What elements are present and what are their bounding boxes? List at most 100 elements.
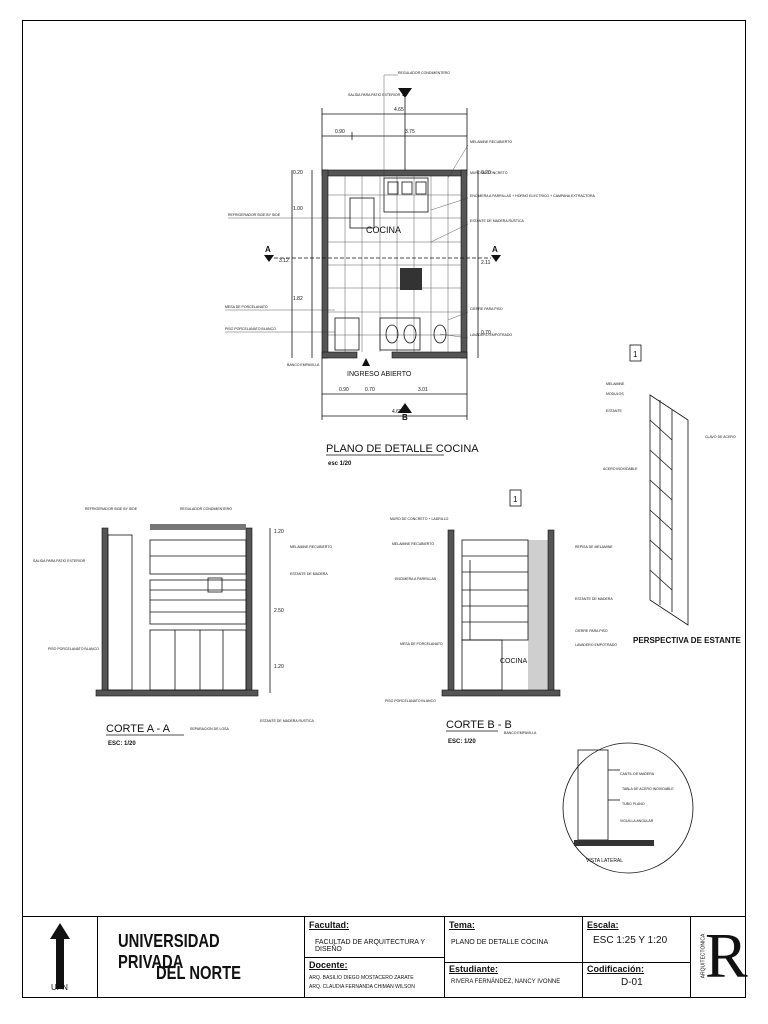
section-b-note: MURO DE CONCRETO + LADRILLO	[390, 517, 449, 521]
dim-bottom-2: 0.70	[365, 387, 375, 393]
university-cell: UNIVERSIDAD PRIVADA DEL NORTE	[98, 917, 305, 997]
section-b-note: MESA DE PORCELANATO	[400, 642, 443, 646]
plan-note: MURO DE CONCRETO	[470, 171, 508, 175]
code-caption: Codificación:	[587, 964, 645, 974]
code-value: D-01	[621, 977, 643, 988]
detail-label: VISTA LATERAL	[586, 858, 623, 864]
plan-note: ESTANTE DE MADERA RUSTICA	[470, 219, 524, 223]
scale-value: ESC 1:25 Y 1:20	[593, 935, 668, 946]
perspective-note: MELAMINE	[606, 382, 625, 386]
section-a-note: MELAMINE RECUBIERTO	[290, 545, 332, 549]
section-b-marker-bottom	[398, 403, 412, 413]
teacher-value-1: ARQ. BASILIO DIEGO MOSTACERO ZARATE	[309, 975, 414, 981]
plan-note: CIERRE PARA PISO	[470, 307, 503, 311]
section-b-note: CIERRE PARA PISO	[575, 629, 608, 633]
section-a-note: ESTANTE DE MADERA RUSTICA	[260, 719, 314, 723]
title-block: UPN UNIVERSIDAD PRIVADA DEL NORTE Facult…	[23, 916, 748, 997]
dim-bottom-3: 3.01	[418, 387, 428, 393]
faculty-teacher-cell: Facultad: FACULTAD DE ARQUITECTURA Y DIS…	[305, 917, 445, 997]
scale-code-cell: Escala: ESC 1:25 Y 1:20 Codificación: D-…	[583, 917, 691, 997]
section-b-note: PISO PORCELANATO BLANCO	[385, 699, 436, 703]
section-b-note: ENCIMERA A PARRILLAS	[395, 577, 437, 581]
plan-scale: esc 1/20	[328, 461, 352, 467]
plan-note: SALIDA PARA PATIO EXTERIOR	[348, 93, 401, 97]
student-value: RIVERA FERNÁNDEZ, NANCY IVONNE	[451, 979, 561, 985]
section-a-note: REGULADOR CONDIMENTERO	[180, 507, 232, 511]
section-a-scale: ESC: 1/20	[108, 741, 136, 747]
detail-lateral-view: CANTIL DE MADERA TABLA DE ACERO INOXIDAB…	[562, 742, 694, 874]
dim-left-3: 1.82	[293, 296, 303, 302]
scale-caption: Escala:	[587, 920, 619, 930]
brand-cell: ARQUITECTONICA R	[691, 917, 748, 997]
section-b-label-top: B	[402, 89, 408, 98]
section-a-marker-left	[264, 255, 274, 262]
perspective-note: ACERO INOXIDABLE	[603, 467, 638, 471]
drawing-sheet	[22, 20, 746, 998]
plan-note: ENCIMERA A PARRILLAS + HORNO ELECTRICO +…	[470, 194, 596, 198]
plan-note: MELAMINE RECUBIERTO	[470, 140, 512, 144]
section-b-b: 1 COCINA MURO DE CONCRETO + LADRILLO MEL…	[385, 489, 617, 745]
dim-left-2: 1.00	[293, 206, 303, 212]
dim-top-total: 4.65	[394, 107, 404, 113]
plan-kitchen-label: COCINA	[366, 225, 401, 235]
university-line1: UNIVERSIDAD PRIVADA	[118, 931, 220, 972]
dim-left-1: 0.20	[293, 170, 303, 176]
section-a-marker-right	[491, 255, 501, 262]
dim-left-total: 3.12	[279, 258, 289, 264]
section-b-note: REPISA DE MELAMINE	[575, 545, 613, 549]
dim-bottom-1: 0.90	[339, 387, 349, 393]
detail-note: TABLA DE ACERO INOXIDABLE	[622, 787, 674, 791]
university-line2: DEL NORTE	[156, 963, 242, 983]
detail-note: CANTIL DE MADERA	[620, 772, 655, 776]
plan-note: PISO PORCELANATO BLANCO	[225, 327, 276, 331]
plan-note: MESA DE PORCELANATO	[225, 305, 268, 309]
perspective-note: ESTANTE	[606, 409, 623, 413]
section-a-dim: 2.50	[274, 608, 284, 614]
detail-note: TUBO PLANO	[622, 802, 645, 806]
section-b-label-bottom: B	[402, 413, 408, 422]
section-a-label-right: A	[492, 245, 498, 254]
plan-note: BANCO EMPAVILLA	[287, 363, 320, 367]
upn-arrow-icon	[50, 923, 70, 989]
perspective-note: CLAVO DE ACERO	[705, 435, 736, 439]
plan-note: LAVADERO EMPOTRADO	[470, 333, 512, 337]
shelf-perspective: 1 MELAMINE MODULOS ESTANTE ACERO INOXIDA…	[603, 344, 742, 645]
faculty-caption: Facultad:	[309, 920, 350, 930]
dim-top-right: 3.75	[405, 129, 415, 135]
perspective-note: MODULOS	[606, 392, 624, 396]
section-b-mark: 1	[513, 495, 518, 504]
student-caption: Estudiante:	[449, 964, 499, 974]
teacher-value-2: ARQ. CLAUDIA FERNANDA CHIMAN WILSON	[309, 984, 415, 990]
dim-right-2: 2.11	[481, 260, 491, 266]
brand-letter: R	[705, 920, 748, 991]
topic-caption: Tema:	[449, 920, 475, 930]
section-a-note: SALIDA PARA PATIO EXTERIOR	[33, 559, 86, 563]
section-b-note: MELAMINE RECUBIERTO	[392, 542, 434, 546]
plan-entry-label: INGRESO ABIERTO	[347, 371, 412, 378]
section-b-note: ESTANTE DE MADERA	[575, 597, 613, 601]
plan-note: REGULADOR CONDIMENTERO	[398, 71, 450, 75]
dim-right-3: 0.70	[481, 330, 491, 336]
plan-note: REFRIGERADOR SIDE BY SIDE	[228, 213, 281, 217]
drawing-canvas: 4.65 0.90 3.75 B	[33, 71, 742, 874]
section-a-title: CORTE A - A	[106, 723, 171, 735]
plan-title: PLANO DE DETALLE COCINA	[326, 443, 479, 455]
section-b-note: BANCO EMPAVILLA	[504, 731, 537, 735]
section-a-note: PISO PORCELANATO BLANCO	[48, 647, 99, 651]
section-a-note: SEPARACION DE LOSA	[190, 727, 230, 731]
dim-bottom-total: 4.65	[392, 409, 402, 415]
section-b-marker-top	[398, 88, 412, 98]
topic-student-cell: Tema: PLANO DE DETALLE COCINA Estudiante…	[445, 917, 583, 997]
teacher-caption: Docente:	[309, 960, 348, 970]
section-b-scale: ESC: 1/20	[448, 739, 476, 745]
logo-cell: UPN	[23, 917, 98, 997]
section-a-dim: 1.20	[274, 664, 284, 670]
section-b-kitchen-label: COCINA	[500, 658, 528, 665]
detail-note: VIGUILLA ANGULAR	[620, 819, 654, 823]
section-b-note: LAVADERO EMPOTRADO	[575, 643, 617, 647]
section-a-a: 1.20 2.50 1.20 REFRIGERADOR SIDE BY SIDE…	[33, 507, 332, 747]
upn-logo-text: UPN	[51, 983, 68, 992]
perspective-mark: 1	[633, 350, 638, 359]
section-a-note: ESTANTE DE MADERA	[290, 572, 328, 576]
dim-right-1: 0.20	[481, 170, 491, 176]
